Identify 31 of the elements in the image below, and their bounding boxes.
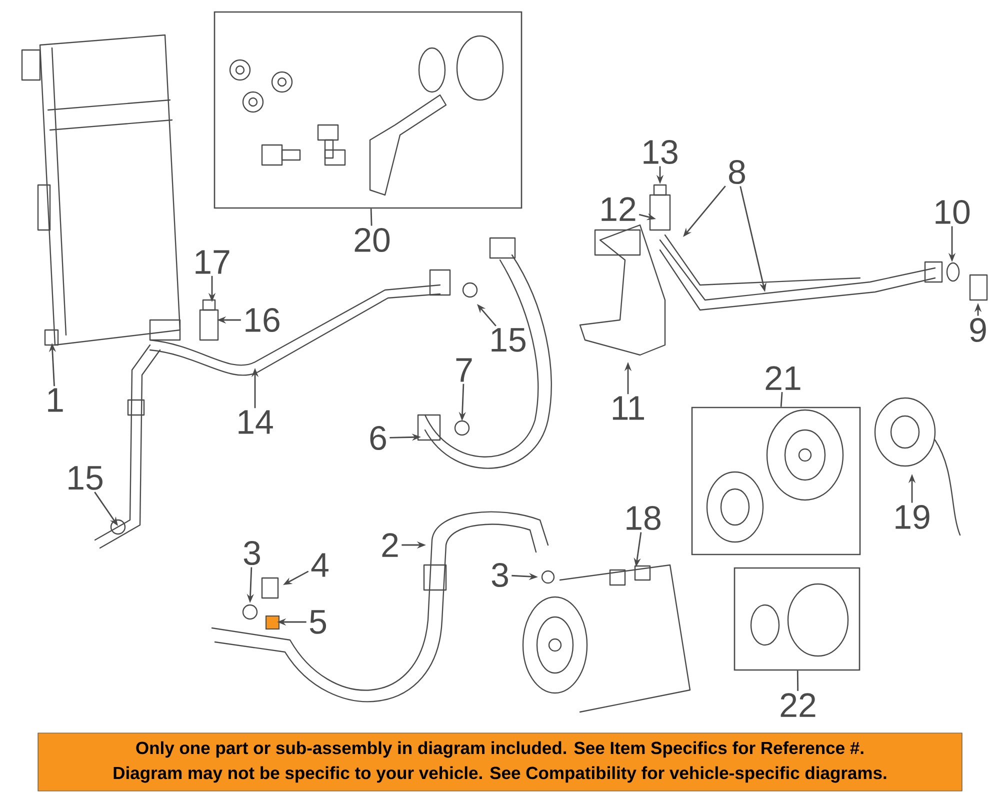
callout-number: 12 bbox=[602, 197, 636, 221]
callout-number: 7 bbox=[456, 358, 472, 382]
callout-number: 5 bbox=[310, 610, 326, 634]
group-box bbox=[214, 11, 522, 209]
leader-line bbox=[780, 392, 783, 407]
callout-number: 16 bbox=[246, 308, 280, 332]
callout-number: 1 bbox=[48, 388, 63, 412]
callout-number: 18 bbox=[626, 506, 660, 530]
callout-number: 13 bbox=[644, 140, 678, 164]
callout-number: 14 bbox=[238, 410, 273, 434]
callout-number: 20 bbox=[354, 228, 390, 252]
callout-number: 19 bbox=[896, 504, 930, 530]
group-box bbox=[691, 406, 861, 556]
callout-number: 21 bbox=[766, 366, 800, 390]
callout-number: 10 bbox=[936, 200, 970, 224]
notice-banner: Only one part or sub-assembly in diagram included. See Item Specifics for Reference #. Diagram may not be specific to your vehicle. See Compatibility for vehicle-specific diagrams. bbox=[38, 732, 962, 792]
callout-number: 15 bbox=[492, 328, 526, 352]
callout-number: 15 bbox=[68, 466, 102, 490]
callout-number: 9 bbox=[970, 318, 986, 342]
group-box bbox=[734, 567, 860, 671]
callout-number: 2 bbox=[382, 533, 398, 557]
callout-number: 22 bbox=[780, 693, 816, 717]
callout-number: 4 bbox=[311, 553, 328, 577]
callout-number: 8 bbox=[729, 160, 745, 184]
callout-number: 17 bbox=[196, 250, 230, 274]
callout-number: 6 bbox=[370, 426, 386, 450]
leader-line bbox=[796, 670, 799, 691]
callout-number: 3 bbox=[244, 540, 260, 566]
leader-line bbox=[370, 208, 372, 226]
callout-number: 11 bbox=[612, 396, 644, 420]
callout-number: 3 bbox=[492, 562, 508, 588]
